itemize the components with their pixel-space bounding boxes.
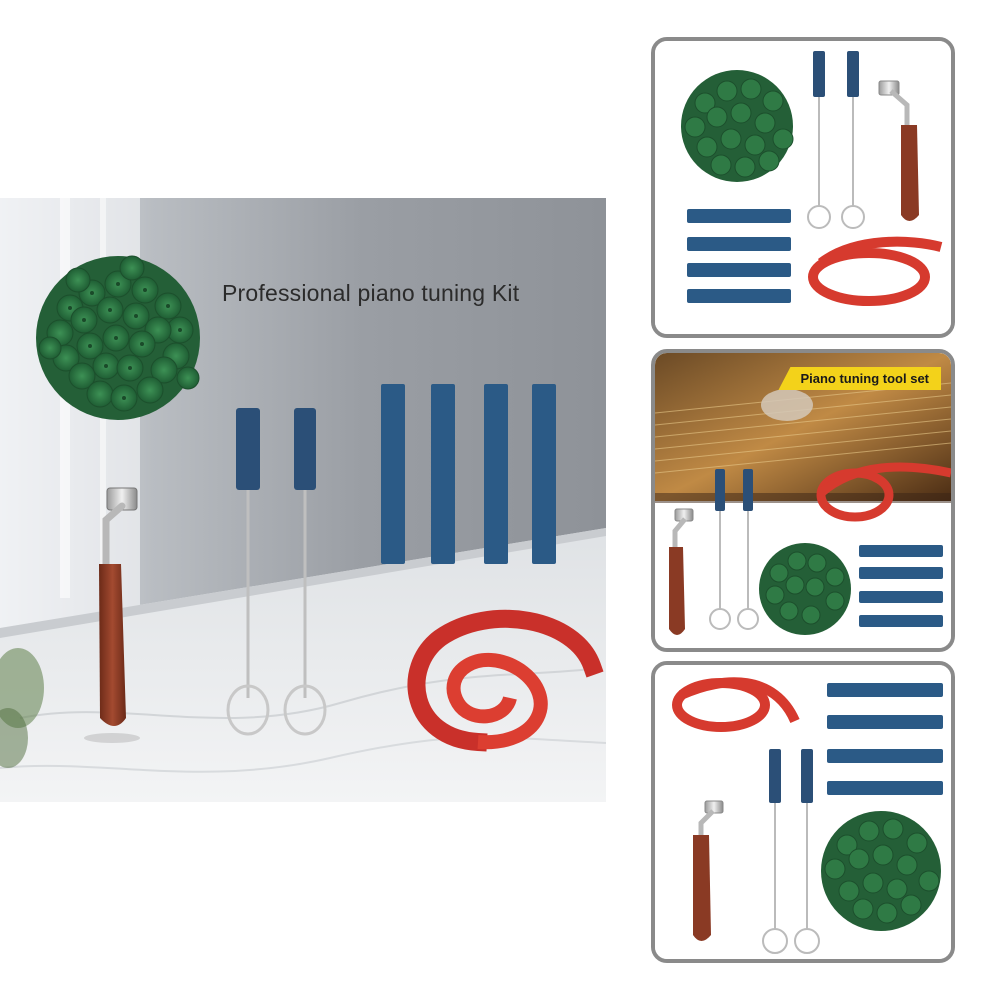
- tool-set-banner: Piano tuning tool set: [778, 367, 941, 390]
- product-scene: [0, 198, 606, 802]
- temperament-strip-roll: [816, 462, 951, 522]
- tuning-hammer: [669, 508, 694, 635]
- felt-mute-strips: [827, 683, 943, 795]
- rubber-mute-wedges: [709, 469, 759, 630]
- tuning-hammer: [84, 487, 140, 743]
- temperament-strip-roll: [672, 677, 800, 732]
- main-product-photo: [0, 198, 606, 802]
- temperament-strip-roll: [808, 236, 943, 306]
- felt-mute-strips: [859, 545, 943, 627]
- felt-washers: [681, 70, 794, 182]
- product-caption: Professional piano tuning Kit: [222, 280, 520, 306]
- felt-mute-strips: [687, 209, 791, 303]
- rubber-mute-wedges: [226, 408, 327, 736]
- felt-mute-strips: [381, 384, 556, 564]
- kit-piano-background-panel: Piano tuning tool set: [651, 349, 955, 652]
- felt-washers: [821, 811, 941, 931]
- flat-lay-scene-1: [655, 41, 951, 334]
- kit-flat-lay-panel-2: [651, 661, 955, 963]
- felt-washers: [36, 255, 200, 420]
- tuning-hammer: [693, 800, 724, 941]
- felt-washers: [759, 543, 851, 635]
- flat-lay-scene-3: [655, 665, 951, 959]
- rubber-mute-wedges: [762, 749, 820, 954]
- kit-flat-lay-panel-1: [651, 37, 955, 338]
- temperament-strip-roll: [407, 609, 604, 752]
- rubber-mute-wedges: [807, 51, 865, 229]
- tuning-hammer: [878, 80, 919, 221]
- flat-lay-scene-2: [655, 353, 951, 648]
